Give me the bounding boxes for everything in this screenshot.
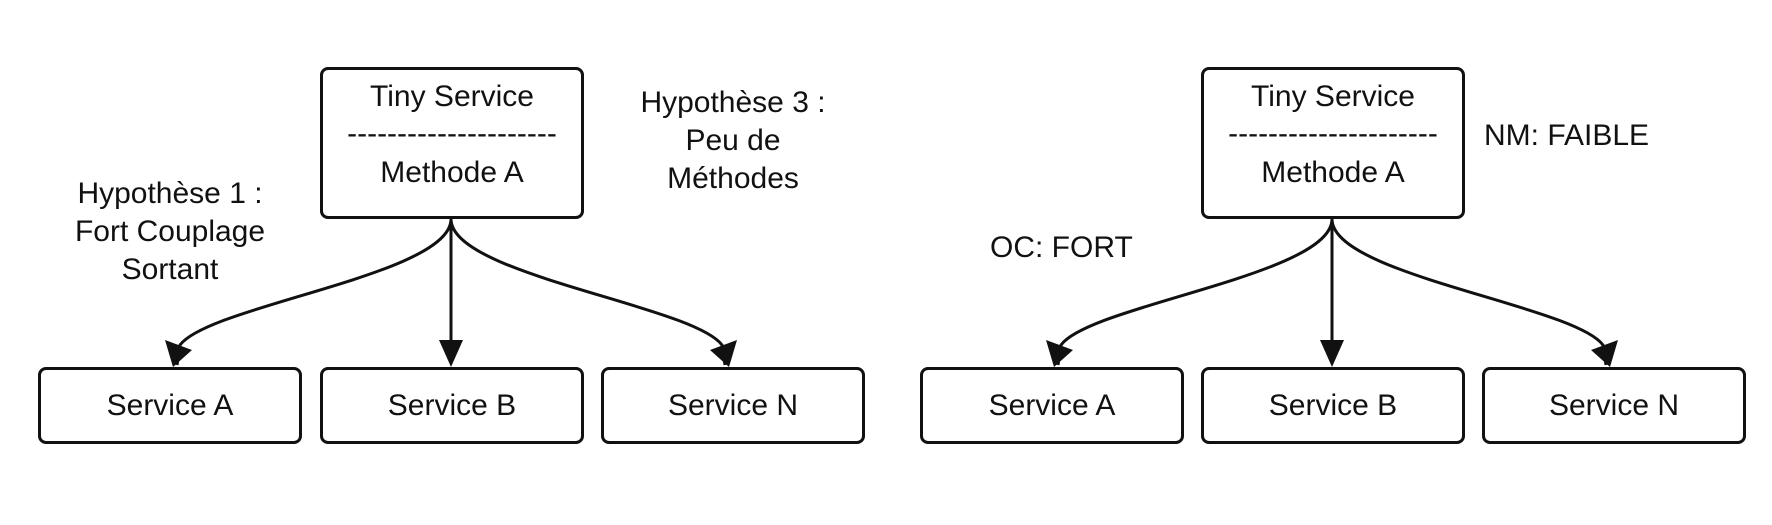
hypothesis-1-annotation: Hypothèse 1 : Fort Couplage Sortant <box>55 175 285 289</box>
hypothesis-3-line-1: Hypothèse 3 : <box>640 86 826 119</box>
right-service-a-box: Service A <box>920 367 1184 444</box>
left-service-n-label: Service N <box>667 388 799 422</box>
left-tiny-service-method: Methode A <box>380 156 524 189</box>
arrowhead-left-service-a <box>165 340 192 367</box>
hypothesis-3-line-3: Méthodes <box>667 162 799 195</box>
nm-label: NM: FAIBLE <box>1484 119 1650 152</box>
right-service-n-box: Service N <box>1482 367 1746 444</box>
arrowhead-left-service-n <box>710 340 737 367</box>
hypothesis-1-line-1: Hypothèse 1 : <box>77 177 263 210</box>
left-tiny-service-title: Tiny Service <box>370 80 534 113</box>
hypothesis-3-line-2: Peu de <box>685 124 781 157</box>
hypothesis-1-line-2: Fort Couplage <box>74 215 266 248</box>
right-service-a-label: Service A <box>988 388 1116 422</box>
left-service-a-box: Service A <box>38 367 302 444</box>
nm-annotation: NM: FAIBLE <box>1484 117 1704 155</box>
arrowhead-right-service-n <box>1591 340 1618 367</box>
arrowhead-right-service-a <box>1046 340 1073 367</box>
arrow-left-to-service-n <box>449 218 727 366</box>
right-tiny-service-separator: --------------------- <box>1228 117 1438 150</box>
arrow-right-to-service-a <box>1056 218 1334 366</box>
oc-annotation: OC: FORT <box>990 229 1190 267</box>
left-tiny-service-box: Tiny Service --------------------- Metho… <box>320 67 584 219</box>
hypothesis-3-annotation: Hypothèse 3 : Peu de Méthodes <box>618 84 848 198</box>
right-tiny-service-title: Tiny Service <box>1251 80 1415 113</box>
arrowhead-left-service-b <box>439 340 463 367</box>
hypothesis-1-line-3: Sortant <box>121 253 219 286</box>
left-service-a-label: Service A <box>106 388 234 422</box>
left-service-b-box: Service B <box>320 367 584 444</box>
arrowhead-right-service-b <box>1320 340 1344 367</box>
right-service-b-label: Service B <box>1268 388 1398 422</box>
left-service-n-box: Service N <box>601 367 865 444</box>
right-service-n-label: Service N <box>1548 388 1680 422</box>
arrow-right-to-service-n <box>1330 218 1608 366</box>
right-tiny-service-method: Methode A <box>1261 156 1405 189</box>
oc-label: OC: FORT <box>990 231 1133 264</box>
arrow-left-to-service-a <box>175 218 453 366</box>
left-tiny-service-separator: --------------------- <box>347 117 557 150</box>
right-service-b-box: Service B <box>1201 367 1465 444</box>
left-service-b-label: Service B <box>387 388 517 422</box>
right-tiny-service-box: Tiny Service --------------------- Metho… <box>1201 67 1465 219</box>
